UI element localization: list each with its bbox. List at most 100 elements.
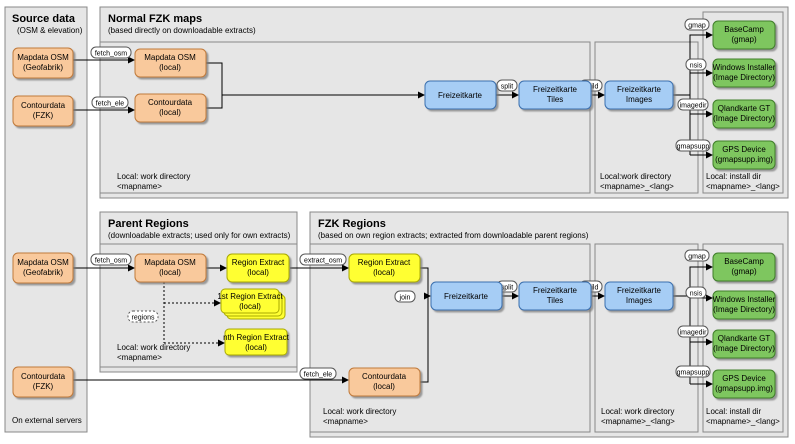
svg-text:gmap: gmap: [688, 23, 706, 30]
source-footer: On external servers: [12, 416, 82, 425]
svg-text:(local): (local): [159, 108, 181, 117]
svg-text:Tiles: Tiles: [547, 296, 564, 305]
node-regions-gps: GPS Device (gmapsupp.img): [712, 369, 776, 399]
svg-text:Contourdata: Contourdata: [362, 372, 407, 381]
regions-title: FZK Regions: [318, 218, 386, 230]
svg-text:Mapdata OSM: Mapdata OSM: [144, 53, 196, 62]
edge-contour-join: [420, 296, 429, 383]
normal-work-note2-1: Local:work directory: [600, 172, 671, 181]
svg-text:(Geofabrik): (Geofabrik): [23, 268, 63, 277]
node-normal-gps: GPS Device (gmapsupp.img): [712, 140, 776, 170]
svg-text:GPS Device: GPS Device: [722, 145, 766, 154]
node-source-contour-top: Contourdata (FZK): [12, 95, 74, 127]
node-regions-windows: Windows Installer (Image Directory): [712, 290, 776, 320]
svg-text:(local): (local): [159, 63, 181, 72]
node-normal-local-osm: Mapdata OSM (local): [134, 48, 207, 78]
regions-work-note-1: Local: work directory: [323, 407, 396, 416]
label-extract-osm: extract_osm: [299, 253, 347, 266]
svg-text:fetch_osm: fetch_osm: [95, 51, 127, 58]
svg-text:(local): (local): [373, 268, 395, 277]
svg-text:(gmap): (gmap): [731, 267, 757, 276]
label-gmapsupp-regions: gmapsupp: [675, 365, 711, 378]
node-regions-images: Freizeitkarte Images: [604, 281, 674, 311]
svg-text:join: join: [399, 295, 411, 302]
node-normal-tiles: Freizeitkarte Tiles: [518, 80, 592, 110]
node-source-contour-bottom: Contourdata (FZK): [12, 366, 74, 398]
regions-work-note2-2: <mapname>_<lang>: [601, 417, 675, 426]
normal-images-panel: [594, 41, 699, 194]
label-join: join: [394, 290, 416, 303]
node-parent-region-extract: Region Extract (local): [226, 253, 290, 283]
svg-text:nsis: nsis: [690, 291, 703, 298]
node-normal-qland: Qlandkarte GT (Image Directory): [712, 99, 776, 129]
svg-text:(gmapsupp.img): (gmapsupp.img): [715, 155, 773, 164]
parent-title: Parent Regions: [108, 218, 189, 230]
svg-text:(gmap): (gmap): [731, 35, 757, 44]
regions-panel: FZK Regions (based on own region extract…: [309, 211, 789, 438]
svg-text:Mapdata OSM: Mapdata OSM: [144, 258, 196, 267]
svg-text:fetch_osm: fetch_osm: [95, 258, 127, 265]
source-title: Source data: [12, 13, 76, 25]
source-subtitle: (OSM & elevation): [17, 26, 83, 35]
svg-text:Freizeitkarte: Freizeitkarte: [444, 292, 489, 301]
svg-text:split: split: [501, 285, 514, 292]
nodes: Mapdata OSM (Geofabrik) Contourdata (FZK…: [12, 20, 776, 399]
svg-text:Region Extract: Region Extract: [232, 258, 285, 267]
normal-install-note-2: <mapname>_<lang>: [706, 182, 780, 191]
label-nsis-normal: nsis: [685, 58, 707, 71]
label-fetch-osm-normal: fetch_osm: [90, 46, 132, 59]
edge-labels: fetch_osm fetch_ele split build gmap nsi…: [90, 18, 711, 380]
node-parent-local-osm: Mapdata OSM (local): [134, 253, 207, 283]
svg-text:imagedir: imagedir: [680, 103, 708, 110]
label-imagedir-regions: imagedir: [677, 325, 709, 338]
svg-text:Images: Images: [626, 95, 652, 104]
label-nsis-regions: nsis: [685, 286, 707, 299]
svg-text:BaseCamp: BaseCamp: [724, 257, 764, 266]
node-regions-basecamp: BaseCamp (gmap): [712, 252, 776, 282]
svg-text:fetch_ele: fetch_ele: [96, 101, 125, 108]
svg-text:extract_osm: extract_osm: [304, 258, 342, 265]
svg-text:Contourdata: Contourdata: [148, 98, 193, 107]
svg-text:split: split: [501, 84, 514, 91]
svg-text:gmapsupp: gmapsupp: [677, 370, 710, 377]
svg-text:1st Region Extract: 1st Region Extract: [217, 292, 283, 301]
label-fetch-ele-regions: fetch_ele: [299, 367, 337, 380]
node-regions-tiles: Freizeitkarte Tiles: [518, 281, 592, 311]
label-regions: regions: [127, 310, 159, 323]
svg-text:(local): (local): [247, 268, 269, 277]
svg-text:(FZK): (FZK): [33, 111, 54, 120]
svg-text:Freizeitkarte: Freizeitkarte: [438, 91, 483, 100]
label-gmap-regions: gmap: [684, 249, 710, 262]
svg-text:nth Region Extract: nth Region Extract: [223, 333, 290, 342]
svg-text:Windows Installer: Windows Installer: [713, 295, 776, 304]
regions-install-note-2: <mapname>_<lang>: [706, 417, 780, 426]
svg-text:Tiles: Tiles: [547, 95, 564, 104]
svg-text:Qlandkarte GT: Qlandkarte GT: [718, 334, 771, 343]
svg-text:Freizeitkarte: Freizeitkarte: [617, 85, 662, 94]
node-source-osm-bottom: Mapdata OSM (Geofabrik): [12, 252, 74, 284]
svg-text:(Image Directory): (Image Directory): [713, 73, 775, 82]
normal-title: Normal FZK maps: [108, 13, 202, 25]
svg-text:Windows Installer: Windows Installer: [713, 63, 776, 72]
svg-text:(Image Directory): (Image Directory): [713, 114, 775, 123]
node-regions-region-extract: Region Extract (local): [348, 253, 421, 283]
label-split-normal: split: [496, 79, 518, 92]
svg-text:Freizeitkarte: Freizeitkarte: [617, 286, 662, 295]
label-gmap-normal: gmap: [684, 18, 710, 31]
svg-text:regions: regions: [132, 315, 155, 322]
svg-text:Mapdata OSM: Mapdata OSM: [17, 258, 69, 267]
node-regions-contour: Contourdata (local): [348, 367, 421, 397]
node-normal-fzk: Freizeitkarte: [424, 80, 497, 110]
normal-work-note-2: <mapname>: [117, 182, 162, 191]
svg-text:(local): (local): [159, 268, 181, 277]
node-normal-basecamp: BaseCamp (gmap): [712, 20, 776, 50]
node-regions-fzk: Freizeitkarte: [430, 281, 503, 311]
svg-text:gmap: gmap: [688, 254, 706, 261]
node-parent-nth-extract: nth Region Extract (local): [223, 328, 290, 356]
svg-text:(Geofabrik): (Geofabrik): [23, 63, 63, 72]
svg-text:Region Extract: Region Extract: [358, 258, 411, 267]
label-fetch-osm-parent: fetch_osm: [90, 253, 132, 266]
regions-work-note2-1: Local: work directory: [601, 407, 674, 416]
svg-text:Freizeitkarte: Freizeitkarte: [533, 286, 578, 295]
svg-text:fetch_ele: fetch_ele: [304, 372, 333, 379]
